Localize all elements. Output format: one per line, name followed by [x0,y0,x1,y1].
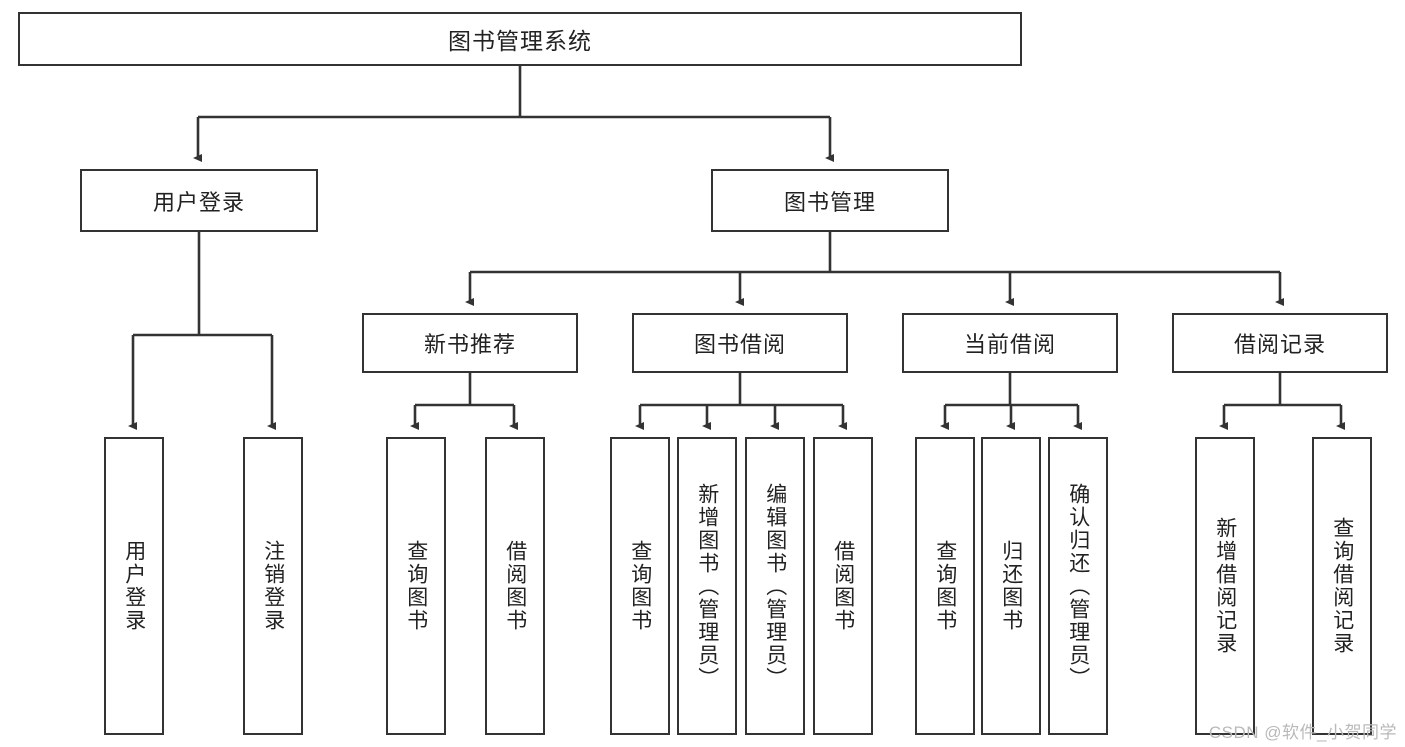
node-new-book-recommend[interactable]: 新书推荐 [362,313,578,373]
node-label: 新增借阅记录 [1213,517,1237,655]
node-label: 查询借阅记录 [1330,517,1354,655]
node-label: 确认归还（管理员） [1066,482,1090,690]
node-leaf-logout-login[interactable]: 注销登录 [243,437,303,735]
node-label: 查询图书 [404,540,428,632]
node-leaf-add-borrow-record[interactable]: 新增借阅记录 [1195,437,1255,735]
node-label: 用户登录 [122,540,146,632]
node-label: 当前借阅 [963,332,1056,357]
node-label: 新书推荐 [423,332,516,357]
watermark-text: CSDN @软件_小贺同学 [1208,723,1397,742]
node-leaf-query-book-current[interactable]: 查询图书 [915,437,975,735]
node-label: 图书借阅 [693,332,786,357]
node-leaf-borrow-book-borrow[interactable]: 借阅图书 [813,437,873,735]
node-leaf-query-book-borrow[interactable]: 查询图书 [610,437,670,735]
node-label: 归还图书 [999,540,1023,632]
node-current-borrow[interactable]: 当前借阅 [902,313,1118,373]
node-label: 编辑图书（管理员） [763,482,787,690]
node-label: 借阅图书 [831,540,855,632]
node-label: 查询图书 [628,540,652,632]
node-label: 图书管理系统 [448,28,592,54]
node-leaf-user-login[interactable]: 用户登录 [104,437,164,735]
node-label: 借阅图书 [503,540,527,632]
node-label: 图书管理 [783,189,876,215]
node-label: 用户登录 [152,189,245,215]
node-borrow-record[interactable]: 借阅记录 [1172,313,1388,373]
node-user-login[interactable]: 用户登录 [80,169,318,232]
node-label: 注销登录 [261,540,285,632]
node-label: 新增图书（管理员） [695,482,719,690]
node-leaf-borrow-book-recommend[interactable]: 借阅图书 [485,437,545,735]
node-leaf-edit-book-admin[interactable]: 编辑图书（管理员） [745,437,805,735]
node-root-book-management-system[interactable]: 图书管理系统 [18,12,1022,66]
node-leaf-return-book[interactable]: 归还图书 [981,437,1041,735]
node-leaf-confirm-return-admin[interactable]: 确认归还（管理员） [1048,437,1108,735]
node-label: 借阅记录 [1233,332,1326,357]
node-book-manage[interactable]: 图书管理 [711,169,949,232]
node-leaf-add-book-admin[interactable]: 新增图书（管理员） [677,437,737,735]
node-leaf-query-borrow-record[interactable]: 查询借阅记录 [1312,437,1372,735]
node-leaf-query-book-recommend[interactable]: 查询图书 [386,437,446,735]
node-label: 查询图书 [933,540,957,632]
node-book-borrow[interactable]: 图书借阅 [632,313,848,373]
